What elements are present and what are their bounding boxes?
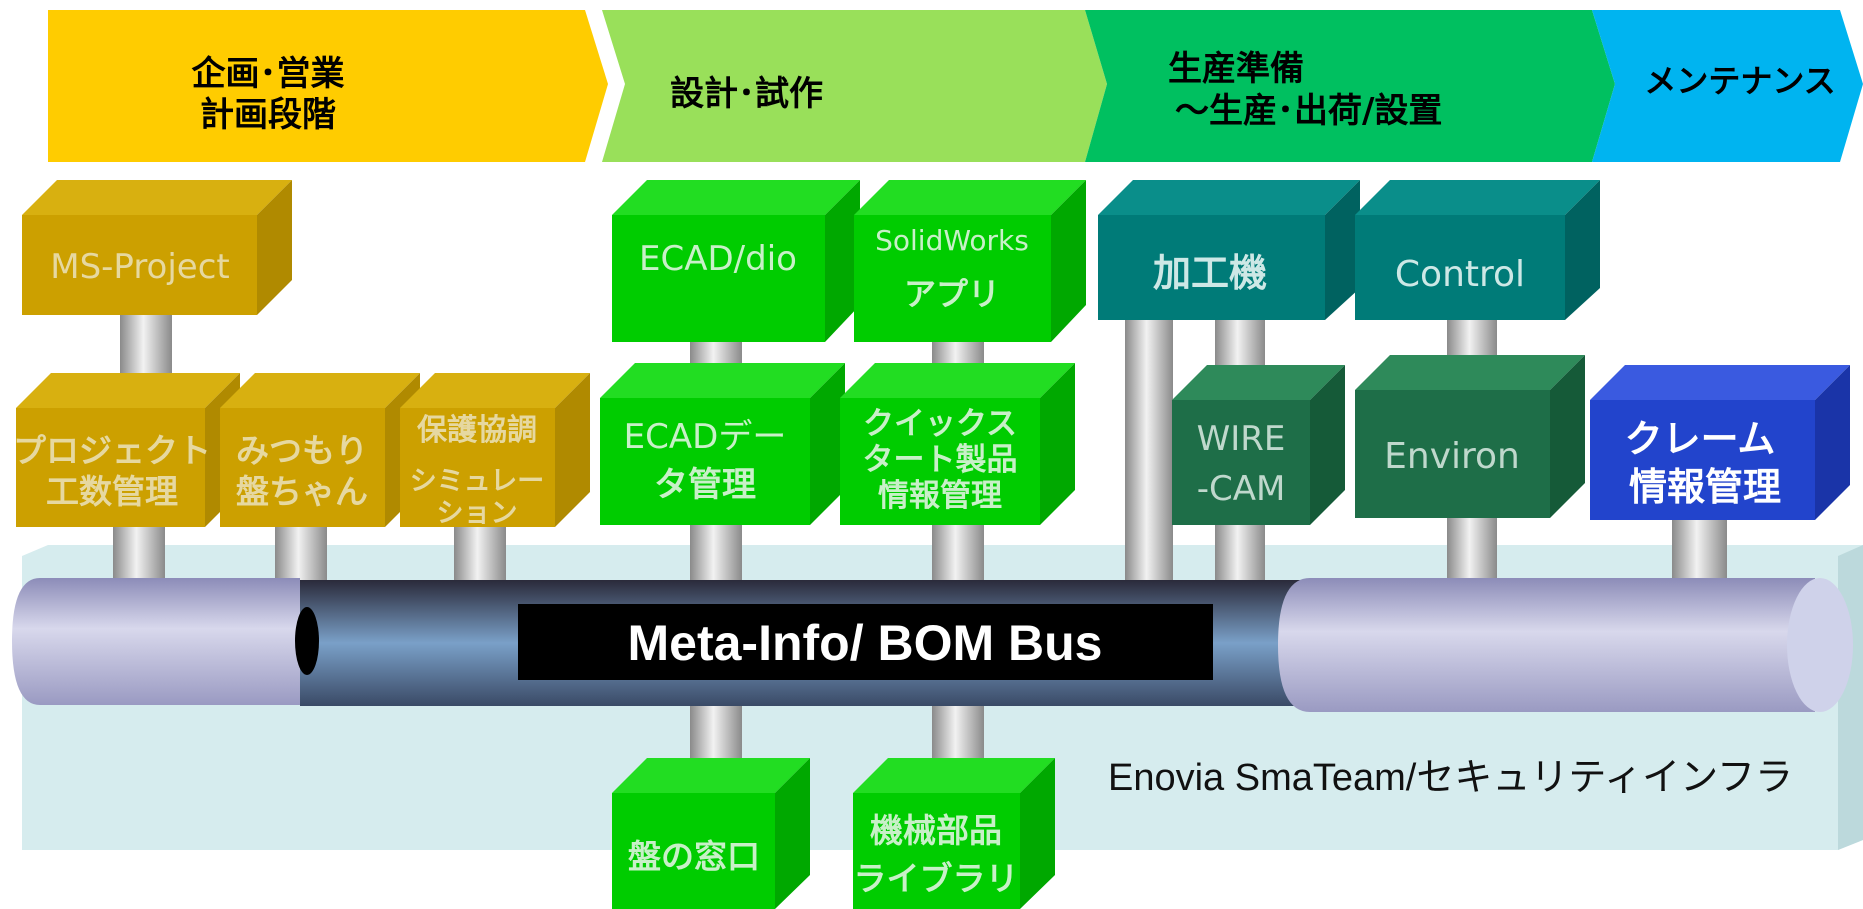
solidworks-label-2: アプリ [904,275,1000,313]
box-claim: クレーム 情報管理 [1590,365,1850,520]
kakouki-label: 加工機 [1153,251,1267,295]
box-ms-project: MS-Project [22,180,292,315]
bus-tube: Meta-Info/ BOM Bus [12,578,1853,712]
control-label: Control [1395,254,1525,295]
box-environ: Environ [1355,355,1585,518]
box-ecad-data: ECADデー タ管理 [600,363,845,525]
box-project-manage: プロジェクト 工数管理 [13,373,240,527]
hogo-label-3: ション [437,498,518,529]
pipes [113,310,1727,760]
infra-label: Enovia SmaTeam/セキュリティインフラ [1108,757,1793,799]
ms-project-label: MS-Project [50,247,230,287]
box-hogo-kyouchou: 保護協調 シミュレー ション [400,373,590,529]
phase-production-line1: 生産準備 [1168,49,1304,89]
phase-production-line2: ～生産･出荷/設置 [1175,91,1442,131]
box-ban-madoguchi: 盤の窓口 [612,758,810,909]
phase-arrow-maintenance: メンテナンス [1592,10,1863,162]
kikai-label-2: ライブラリ [854,859,1019,898]
box-kakouki: 加工機 [1098,180,1360,320]
phase-arrow-design: 設計･試作 [602,10,1107,162]
box-kikai-buhin: 機械部品 ライブラリ [853,758,1055,909]
bus-label-box [518,604,1213,680]
wire-cam-label-2: -CAM [1197,469,1286,509]
phase-design-label: 設計･試作 [670,74,823,114]
phase-maintenance-label: メンテナンス [1644,62,1835,100]
ecad-data-label-1: ECADデー [624,417,787,457]
phase-arrow-planning: 企画･営業 計画段階 [48,10,608,162]
mitsumori-label-2: 盤ちゃん [236,472,368,511]
ecad-dio-label: ECAD/dio [639,239,797,279]
quickstart-label-2: タート製品 [863,442,1018,478]
hogo-label-1: 保護協調 [417,413,537,448]
wire-cam-label-1: WIRE [1197,419,1286,459]
box-ecad-dio: ECAD/dio [612,180,860,342]
claim-label-1: クレーム [1625,417,1776,461]
environ-label: Environ [1384,436,1520,477]
claim-label-2: 情報管理 [1629,465,1781,509]
box-quickstart: クイックス タート製品 情報管理 [840,363,1075,525]
bus-label: Meta-Info/ BOM Bus [628,615,1103,671]
phase-planning-line1: 企画･営業 [192,54,345,94]
kikai-label-1: 機械部品 [870,811,1002,850]
box-wire-cam: WIRE -CAM [1172,365,1345,525]
ban-madoguchi-label: 盤の窓口 [628,837,760,876]
box-mitsumori: みつもり 盤ちゃん [220,373,420,527]
project-manage-label-1: プロジェクト [13,431,211,470]
box-solidworks: SolidWorks アプリ [854,180,1086,342]
solidworks-label-1: SolidWorks [875,224,1029,257]
mitsumori-label-1: みつもり [236,431,368,470]
quickstart-label-3: 情報管理 [878,478,1002,514]
quickstart-label-1: クイックス [863,406,1017,442]
ecad-data-label-2: タ管理 [654,465,756,505]
project-manage-label-2: 工数管理 [46,472,178,511]
phase-planning-line2: 計画段階 [200,95,336,135]
phase-arrow-production: 生産準備 ～生産･出荷/設置 [1085,10,1615,162]
hogo-label-2: シミュレー [410,466,544,497]
box-control: Control [1355,180,1600,320]
